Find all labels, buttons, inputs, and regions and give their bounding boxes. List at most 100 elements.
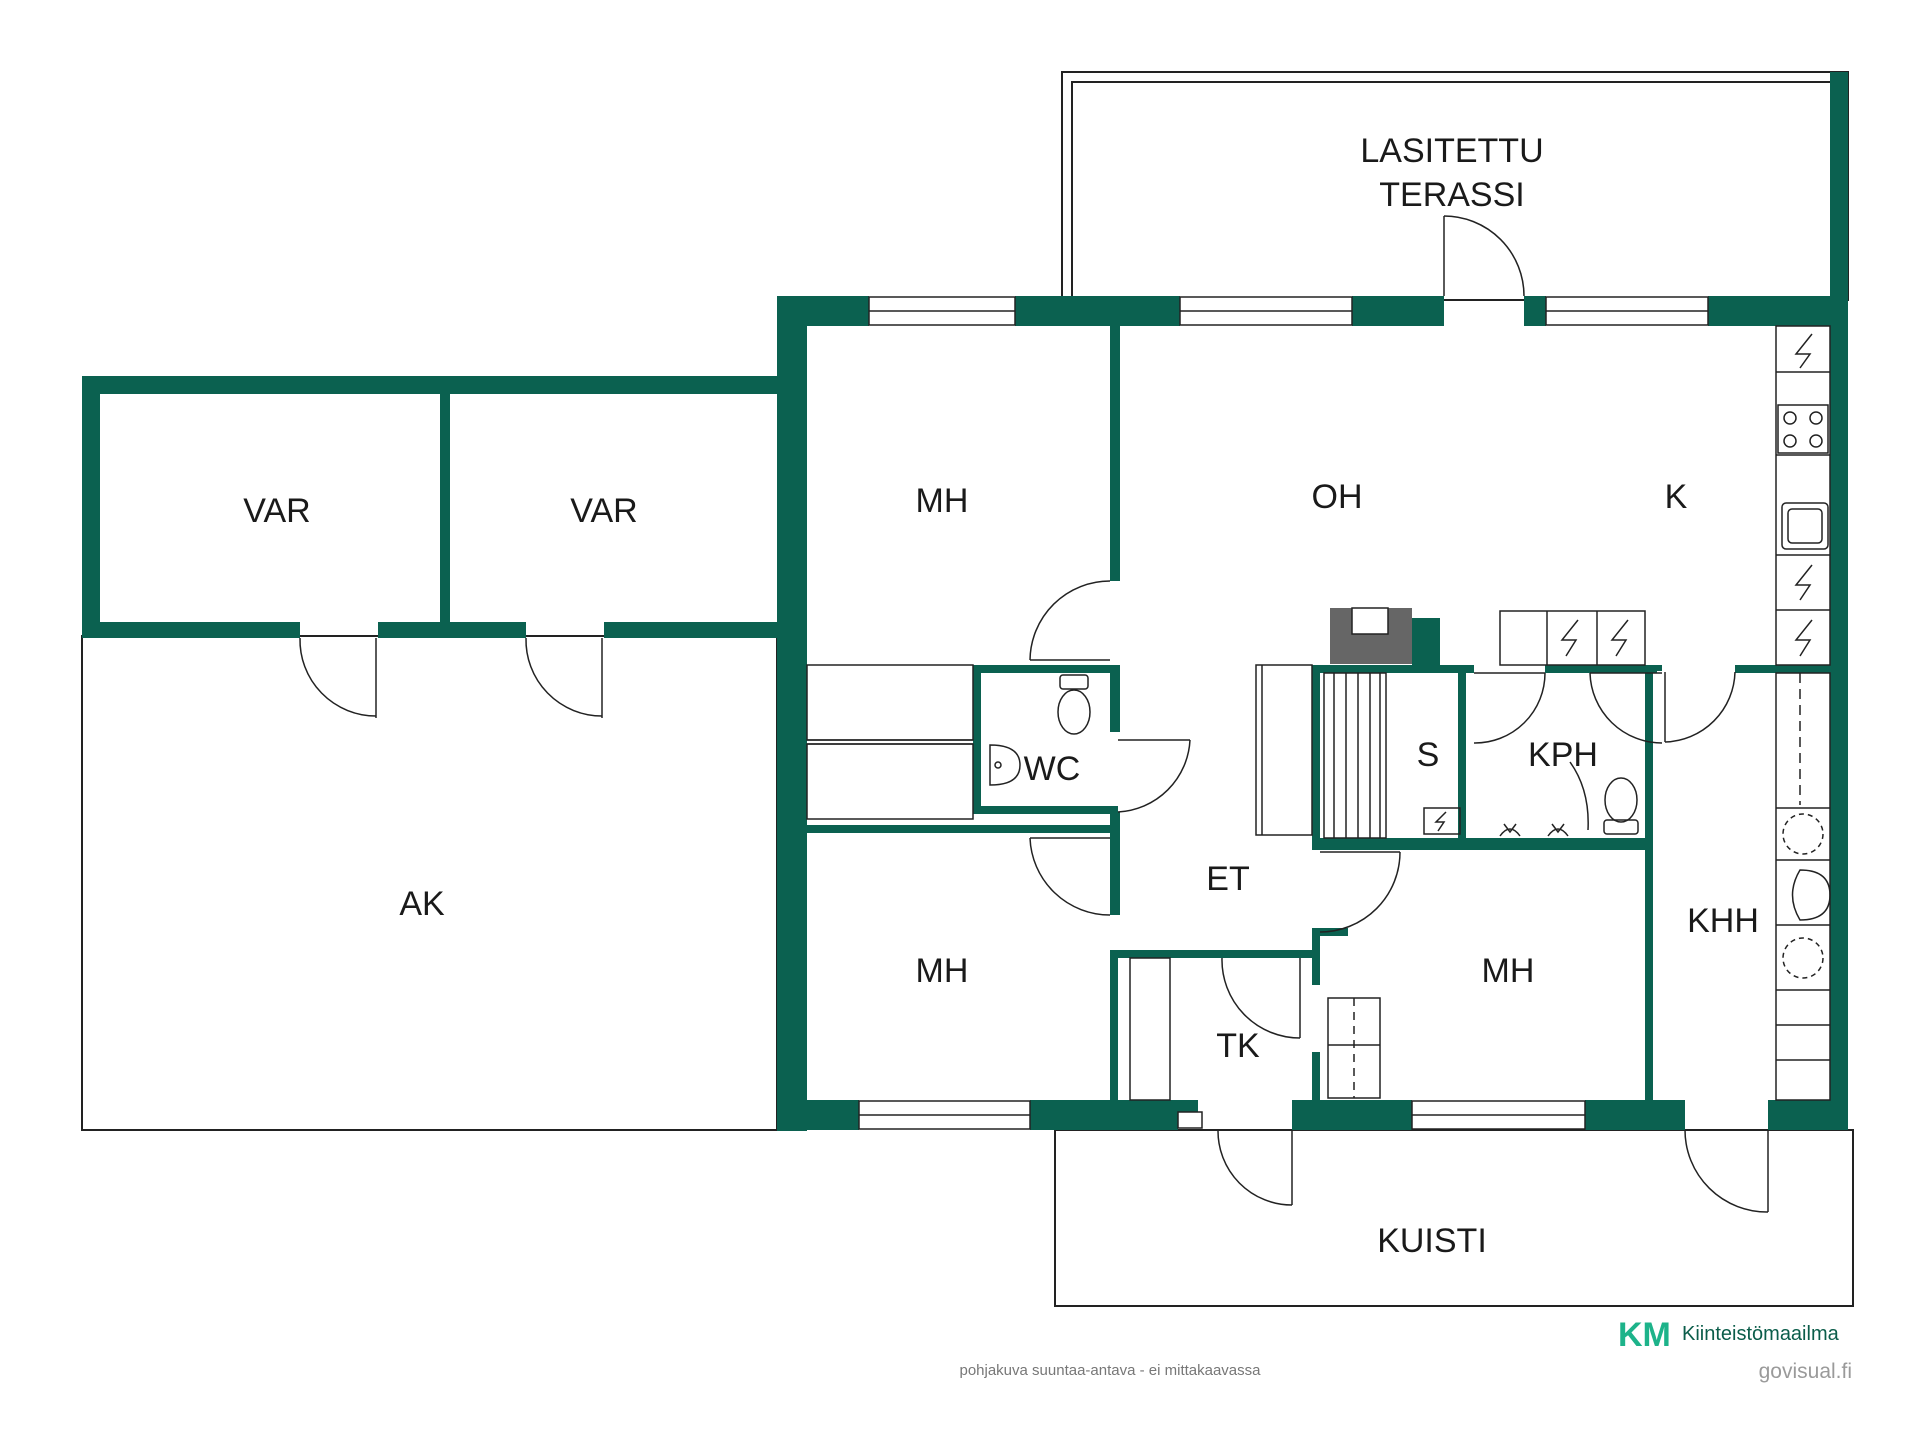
wall <box>973 665 981 813</box>
cooktop-icon <box>1777 404 1829 454</box>
wall <box>1312 950 1320 985</box>
wall <box>1015 296 1180 326</box>
wall <box>1292 1100 1412 1130</box>
windows <box>858 296 1709 1130</box>
ak-outline <box>81 635 778 1131</box>
wardrobe <box>1129 957 1171 1101</box>
window-icon <box>1545 296 1709 326</box>
wall <box>1312 1052 1320 1105</box>
wall <box>1110 812 1120 915</box>
wall <box>1768 1100 1848 1130</box>
wall <box>1312 665 1320 850</box>
wall <box>82 376 100 638</box>
wall <box>1708 296 1848 326</box>
wall <box>1735 665 1830 673</box>
room-label-tk: TK <box>1216 1027 1260 1065</box>
lightning-icon <box>1560 619 1579 657</box>
room-label-s: S <box>1417 736 1440 774</box>
wall <box>1110 665 1120 732</box>
sauna-heater <box>1423 807 1461 835</box>
window-icon <box>1177 1111 1203 1129</box>
brand-name: Kiinteistömaailma <box>1682 1323 1840 1345</box>
brand-logo: KM Kiinteistömaailma <box>1618 1316 1840 1354</box>
wardrobe <box>806 743 974 820</box>
lightning-icon <box>1794 619 1813 657</box>
door-swing-icon <box>525 637 603 718</box>
room-label-ak: AK <box>399 885 445 923</box>
room-label-terrace-line-1: LASITETTU <box>1360 132 1543 170</box>
room-label-et: ET <box>1206 860 1249 898</box>
khh-counter <box>1775 672 1831 1101</box>
toilet-icon <box>1603 777 1639 835</box>
wall <box>1030 1100 1178 1130</box>
room-label-var-1: VAR <box>243 492 310 530</box>
wall <box>440 394 450 622</box>
wall <box>777 296 807 1131</box>
footer: pohjakuva suuntaa-antava - ei mittakaava… <box>959 1316 1852 1383</box>
wall <box>378 622 526 638</box>
window-icon <box>868 296 1016 326</box>
kitchen-counter-lower <box>1499 610 1646 666</box>
kitchen-counter <box>1775 325 1831 666</box>
lightning-icon <box>1610 619 1629 657</box>
lightning-icon <box>1794 333 1813 369</box>
toilet-icon <box>1057 674 1091 735</box>
room-label-terrace-line-2: TERASSI <box>1379 176 1524 214</box>
wall <box>1412 618 1440 668</box>
room-label-var-2: VAR <box>570 492 637 530</box>
door-swing-icon <box>1029 837 1111 916</box>
sauna-bench <box>1323 672 1387 839</box>
wall <box>82 622 300 638</box>
door-swing-icon <box>1221 957 1301 1039</box>
wall <box>1645 665 1653 1105</box>
room-label-mh-top: MH <box>916 482 969 520</box>
lightning-icon <box>1794 564 1813 601</box>
door-swing-icon <box>1217 1129 1293 1206</box>
room-label-oh: OH <box>1312 478 1363 516</box>
fixtures <box>989 674 1639 837</box>
wall <box>973 806 1118 814</box>
shower-icon <box>1499 823 1521 837</box>
wardrobes <box>806 664 1381 1101</box>
wall <box>1524 296 1546 326</box>
wall <box>1545 665 1657 673</box>
shower-icon <box>1547 823 1569 837</box>
lightning-icon <box>1434 811 1447 832</box>
door-swing-icon <box>1664 671 1736 743</box>
window-icon <box>1179 296 1353 326</box>
window-icon <box>858 1100 1031 1130</box>
door-swing-icon <box>299 637 377 718</box>
wall <box>1178 1100 1198 1114</box>
kuisti-outline <box>1054 1129 1854 1307</box>
room-label-mh-right: MH <box>1482 952 1535 990</box>
wall <box>777 1100 859 1130</box>
door-swing-icon <box>1589 672 1663 744</box>
room-label-wc: WC <box>1024 750 1081 788</box>
brand-mark: KM <box>1618 1316 1671 1354</box>
window-icon <box>1411 1100 1586 1130</box>
room-label-khh: KHH <box>1687 902 1759 940</box>
doors <box>299 215 1769 1213</box>
room-labels: VAR VAR AK MH OH K WC S KPH ET MH TK MH … <box>243 132 1759 1260</box>
sink-icon <box>1781 502 1829 550</box>
wall <box>807 825 1112 833</box>
door-swing-icon <box>1473 672 1546 744</box>
credit-text: govisual.fi <box>1759 1360 1852 1383</box>
wall <box>1352 296 1444 326</box>
wall <box>1458 673 1466 843</box>
wall <box>1110 950 1320 958</box>
wall <box>82 376 777 394</box>
wall <box>1110 326 1120 581</box>
sink-icon <box>989 744 1021 786</box>
room-label-k: K <box>1665 478 1688 516</box>
wall <box>1830 72 1848 1130</box>
wall <box>777 296 869 326</box>
wall <box>1312 928 1320 956</box>
room-label-kph: KPH <box>1528 736 1598 774</box>
wall <box>1652 665 1662 671</box>
wall <box>973 665 1118 673</box>
fireplace <box>1330 607 1412 664</box>
wall <box>604 622 777 638</box>
door-swing-icon <box>1319 851 1401 933</box>
door-swing-icon <box>1443 215 1525 297</box>
